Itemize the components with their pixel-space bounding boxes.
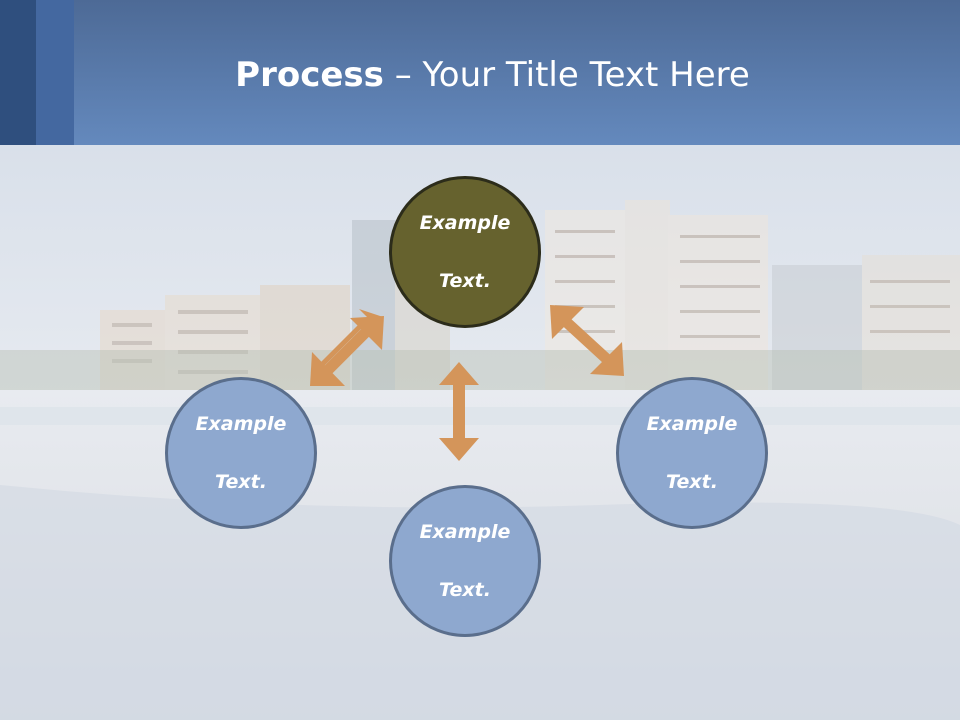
node-center-line2: Text. xyxy=(439,269,491,292)
node-right-line2: Text. xyxy=(666,470,718,493)
node-left-line2: Text. xyxy=(215,470,267,493)
title-text: Your Title Text Here xyxy=(422,55,750,95)
node-left-line1: Example xyxy=(195,412,287,435)
node-bottom-line2: Text. xyxy=(439,578,491,601)
slide-header: Process – Your Title Text Here xyxy=(0,0,960,145)
slide-title[interactable]: Process – Your Title Text Here xyxy=(0,52,960,98)
header-accent-band xyxy=(0,0,36,145)
node-center-line1: Example xyxy=(419,211,511,234)
header-accent-band-2 xyxy=(36,0,74,145)
title-separator: – xyxy=(383,55,423,95)
node-right-line1: Example xyxy=(646,412,738,435)
title-bold: Process xyxy=(235,55,384,95)
node-bottom-line1: Example xyxy=(419,520,511,543)
